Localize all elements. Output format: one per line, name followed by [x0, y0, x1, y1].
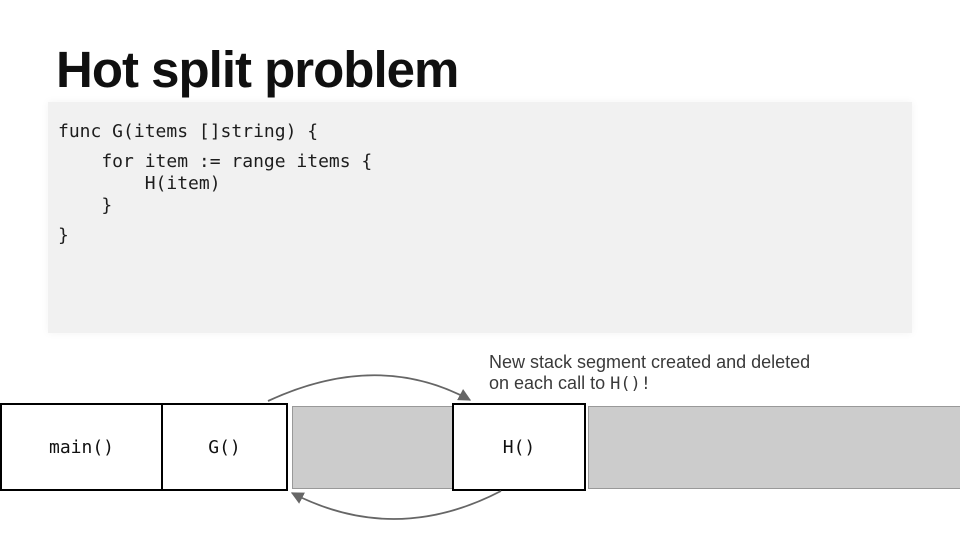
annotation-text: New stack segment created and deleted on…	[489, 352, 869, 395]
stack-frame-g: G()	[161, 403, 288, 491]
stack-diagram: main() G() H()	[0, 403, 960, 492]
code-line: for item := range items {	[58, 151, 373, 172]
stack-frame-label: main()	[48, 436, 115, 458]
code-line: }	[58, 225, 69, 246]
stack-frame-main: main()	[0, 403, 163, 491]
stack-frame-label: H()	[502, 436, 536, 458]
new-stack-segment	[292, 406, 454, 489]
code-line: func G(items []string) {	[58, 121, 319, 142]
new-stack-segment	[588, 406, 960, 489]
code-line: H(item)	[58, 173, 221, 194]
annotation-line-1: New stack segment created and deleted	[489, 352, 811, 372]
code-block: func G(items []string) { for item := ran…	[48, 102, 912, 333]
stack-frame-h: H()	[452, 403, 586, 491]
inline-code: H()!	[610, 374, 652, 394]
stack-frame-label: G()	[208, 436, 241, 458]
annotation-line-2: on each call to H()!	[489, 373, 652, 394]
curved-arrow-bottom-icon	[290, 490, 502, 520]
code-line: }	[58, 195, 113, 216]
page-title: Hot split problem	[56, 41, 459, 98]
curved-arrow-top-icon	[267, 374, 472, 402]
